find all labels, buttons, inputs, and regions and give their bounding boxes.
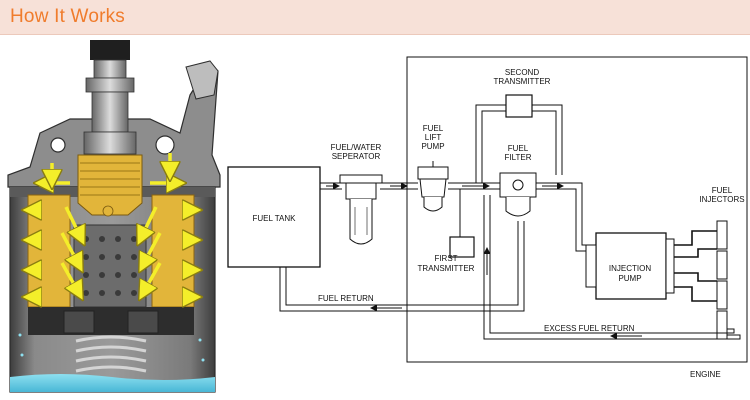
second-transmitter (505, 94, 533, 118)
page-title: How It Works (10, 6, 126, 27)
separator-label-1: FUEL/WATER (331, 143, 382, 152)
fuel-tank-label: FUEL TANK (253, 214, 297, 223)
first-transmitter-label-1: FIRST (434, 254, 457, 263)
filter-media-right (151, 194, 195, 308)
lift-pump-label-1: FUEL (423, 124, 444, 133)
spring (75, 335, 147, 373)
fuel-filter-label-1: FUEL (508, 144, 529, 153)
fuel-filter-label-2: FILTER (505, 153, 532, 162)
separator-label-2: SEPERATOR (332, 152, 381, 161)
sensor-cap (90, 40, 130, 60)
lift-pump-label-2: LIFT (425, 133, 442, 142)
injection-pump-label-1: INJECTION (609, 264, 651, 273)
second-transmitter-label-2: TRANSMITTER (494, 77, 551, 86)
fuel-system-schematic: FUEL TANK FUEL/WATER SEPERATOR FUEL L (227, 56, 748, 379)
filter-media-left (27, 194, 71, 308)
fuel-injectors-label-1: FUEL (712, 186, 733, 195)
second-transmitter-label-1: SECOND (505, 68, 539, 77)
injection-pump-label-2: PUMP (618, 274, 641, 283)
first-transmitter-label-2: TRANSMITTER (418, 264, 475, 273)
fuel-return-label: FUEL RETURN (318, 294, 374, 303)
lift-pump-label-3: PUMP (421, 142, 444, 151)
fuel-lift-pump (417, 161, 449, 212)
first-transmitter (449, 236, 475, 258)
fuel-injectors (716, 220, 728, 340)
fuel-injectors-label-2: INJECTORS (699, 195, 744, 204)
engine-label: ENGINE (690, 370, 721, 379)
water-reservoir (10, 374, 215, 392)
filter-cutaway-illustration (7, 40, 221, 393)
header-bar: How It Works (0, 0, 750, 35)
fuel-water-separator (339, 174, 383, 245)
engine-boundary (406, 56, 748, 363)
fuel-tank (227, 166, 321, 268)
flow-arrow-icon (28, 153, 196, 297)
fuel-filter (499, 172, 537, 217)
excess-fuel-return-label: EXCESS FUEL RETURN (544, 324, 635, 333)
injection-pump (585, 232, 675, 300)
threaded-fitting (77, 154, 143, 216)
